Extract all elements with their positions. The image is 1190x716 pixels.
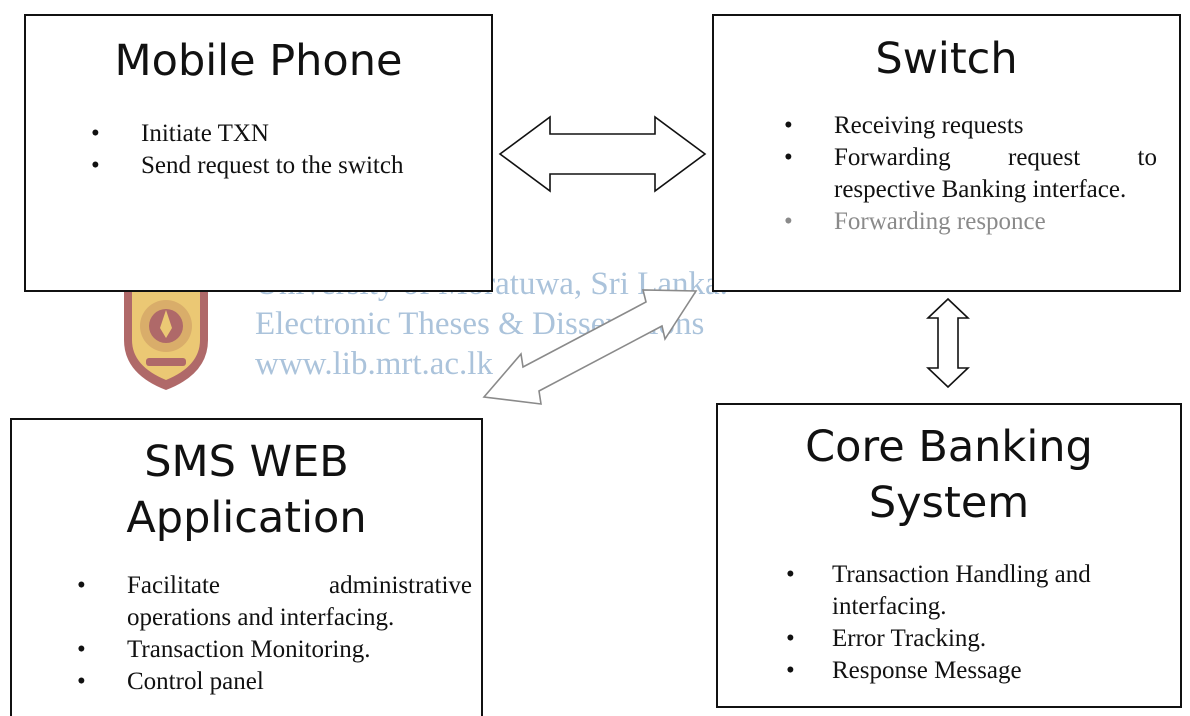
core-banking-system-title: Core Banking System [718,419,1180,531]
sms-web-application-title: SMS WEB Application [12,434,481,546]
list-item: Initiate TXN [91,118,491,150]
core-banking-system-list: Transaction Handling and interfacing. Er… [786,559,1106,687]
list-item: Receiving requests [784,110,1157,142]
list-item: Control panel [77,666,472,698]
list-item: Error Tracking. [786,623,1106,655]
list-item: Forwarding responce [784,206,1157,238]
mobile-phone-title: Mobile Phone [114,36,403,86]
switch-list: Receiving requests Forwarding request to… [784,110,1157,238]
sms-web-application-list: Facilitate administrative operations and… [77,570,472,698]
switch-box: Switch Receiving requests Forwarding req… [712,14,1181,292]
title-line-2: System [868,478,1030,528]
title-line-1: Core Banking [805,422,1093,472]
list-item: Transaction Monitoring. [77,634,472,666]
title-line-1: SMS WEB [144,437,349,487]
switch-core-arrow [925,297,971,389]
list-item: Response Message [786,655,1106,687]
mobile-switch-arrow [498,115,707,193]
list-item: Send request to the switch [91,150,491,182]
mobile-phone-list: Initiate TXN Send request to the switch [91,118,491,182]
list-item: Forwarding request to respective Banking… [784,142,1157,206]
title-line-2: Application [126,493,367,543]
mobile-phone-box: Mobile Phone Initiate TXN Send request t… [24,14,493,292]
sms-switch-arrow [482,289,698,405]
switch-title: Switch [875,34,1018,84]
list-item: Facilitate administrative operations and… [77,570,472,634]
sms-web-application-box: SMS WEB Application Facilitate administr… [10,418,483,716]
list-item: Transaction Handling and interfacing. [786,559,1106,623]
core-banking-system-box: Core Banking System Transaction Handling… [716,403,1182,708]
university-seal-icon [124,266,208,390]
watermark-line-3: www.lib.mrt.ac.lk [255,346,493,382]
